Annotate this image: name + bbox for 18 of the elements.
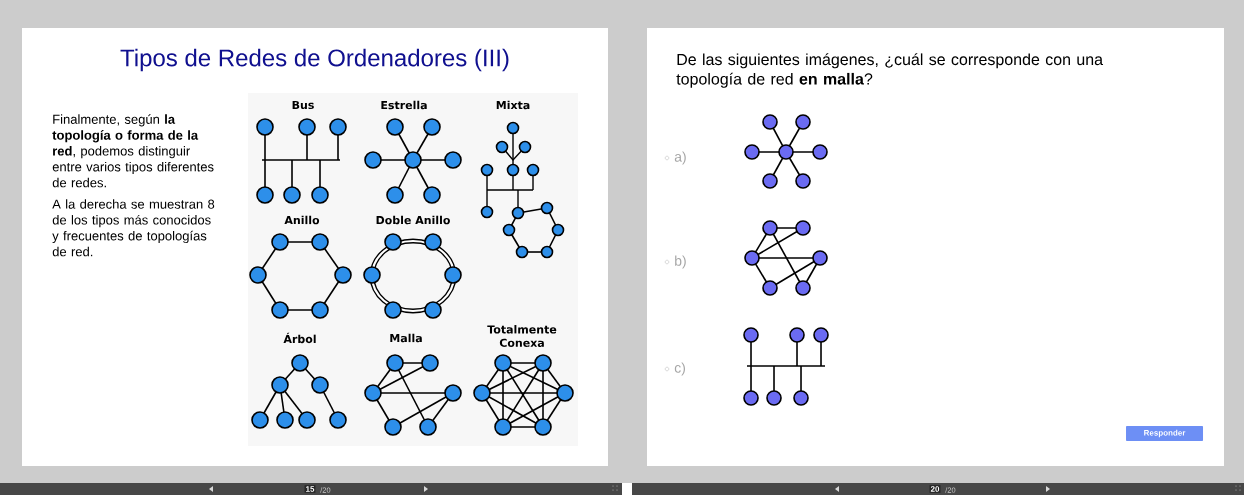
paragraph: Finalmente, según la topología o forma de la red, podemos distinguir entre varios tipos diferentes de redes. bbox=[52, 114, 214, 188]
slide-title: Tipos de Redes de Ordenadores (III) bbox=[120, 48, 509, 72]
topology-label: Árbol bbox=[283, 332, 316, 344]
option-label: c) bbox=[674, 362, 685, 376]
question-text: De las siguientes imágenes, ¿cuál se corresponde con una topología de red en malla? bbox=[676, 53, 1103, 88]
topology-label: Anillo bbox=[284, 215, 320, 225]
paragraph: A la derecha se muestran 8 de los tipos más conocidos y frecuentes de topologías de red. bbox=[52, 199, 215, 257]
topology-label: Estrella bbox=[381, 100, 427, 110]
topology-label: Mixta bbox=[496, 100, 530, 110]
button: Responder bbox=[1126, 426, 1203, 441]
option-label: a) bbox=[674, 151, 686, 165]
page-number: 15 bbox=[304, 485, 316, 493]
page-number: 20 bbox=[929, 485, 941, 493]
topology-label: Bus bbox=[292, 100, 314, 110]
topology-label: Totalmente Conexa bbox=[487, 325, 557, 347]
topology-label: Malla bbox=[390, 333, 422, 343]
topology-label: Doble Anillo bbox=[376, 215, 450, 225]
option-label: b) bbox=[675, 255, 686, 269]
